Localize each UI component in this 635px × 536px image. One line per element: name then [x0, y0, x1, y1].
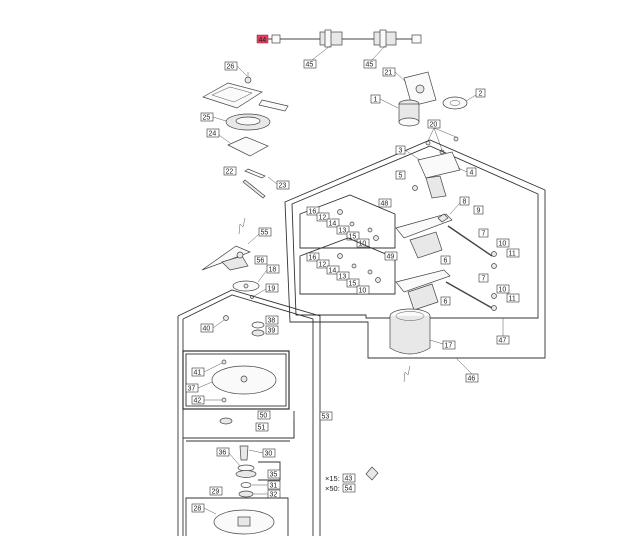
callout-53: 53 — [322, 414, 330, 421]
callout-22: 22 — [226, 169, 234, 176]
callout-13a: 13 — [339, 228, 347, 235]
callout-50: 50 — [260, 413, 268, 420]
multiplier-50: ×50: — [325, 484, 340, 493]
callout-16a: 16 — [309, 209, 317, 216]
shaft-seal-group — [235, 445, 257, 498]
callout-14a: 14 — [329, 221, 337, 228]
callout-11a: 11 — [509, 251, 516, 258]
callout-15a: 15 — [349, 234, 357, 241]
callout-51: 51 — [258, 425, 266, 432]
callout-16b: 16 — [309, 255, 317, 262]
box-51-outline — [183, 420, 295, 442]
callout-32: 32 — [270, 492, 278, 499]
subassembly-box-28 — [185, 497, 289, 536]
callout-45a: 45 — [306, 62, 314, 69]
bracket-group — [412, 151, 461, 199]
callout-5: 5 — [399, 173, 403, 180]
box-51-edge — [183, 411, 295, 439]
seal-group — [223, 315, 265, 337]
base-plate-hub — [237, 516, 251, 527]
screw-part — [365, 466, 379, 481]
callout-17: 17 — [445, 343, 453, 350]
subassembly-box-50-inner — [185, 353, 287, 407]
callout-26: 26 — [227, 64, 235, 71]
callout-21: 21 — [385, 70, 393, 77]
cover-plate-group — [202, 72, 289, 199]
lower-arm-group — [337, 253, 497, 311]
callout-11b: 11 — [509, 296, 516, 303]
assembly-frame-46 — [284, 139, 546, 359]
callout-15b: 15 — [349, 281, 357, 288]
callout-13b: 13 — [339, 274, 347, 281]
arrow-icon — [238, 217, 246, 235]
upper-arm-group — [337, 209, 497, 269]
callout-9: 9 — [477, 208, 481, 215]
callout-38: 38 — [268, 318, 276, 325]
subassembly-box-48 — [299, 194, 396, 249]
callout-10b: 10 — [499, 241, 507, 248]
subassembly-box-49 — [299, 237, 396, 295]
callout-12a: 12 — [319, 215, 327, 222]
callout-25: 25 — [203, 115, 211, 122]
callout-45b: 45 — [366, 62, 374, 69]
callout-1: 1 — [374, 97, 378, 104]
callout-29: 29 — [212, 489, 220, 496]
callout-6: 6 — [444, 258, 448, 265]
callout-44-highlight — [256, 34, 269, 44]
callout-28: 28 — [194, 506, 202, 513]
callout-10c: 10 — [359, 288, 367, 295]
callout-31: 31 — [270, 483, 278, 490]
motor-group — [398, 71, 468, 155]
callout-8: 8 — [463, 199, 467, 206]
callout-54: 54 — [345, 486, 353, 493]
bushing-part — [219, 417, 233, 425]
callout-14b: 14 — [329, 268, 337, 275]
callout-42: 42 — [194, 398, 202, 405]
plate-group — [211, 359, 277, 403]
callout-7: 7 — [482, 231, 486, 238]
arrow-icon — [403, 365, 411, 383]
mixer-head-group — [201, 245, 260, 299]
callout-20: 20 — [430, 122, 438, 129]
callout-23: 23 — [279, 183, 287, 190]
subassembly-box-50 — [182, 350, 290, 410]
callout-40: 40 — [203, 326, 211, 333]
callout-41: 41 — [194, 370, 202, 377]
housing-part — [389, 308, 431, 355]
callout-35: 35 — [270, 472, 278, 479]
callout-7b: 7 — [482, 276, 486, 283]
callout-44: 44 — [259, 37, 267, 44]
callout-12b: 12 — [319, 262, 327, 269]
callout-43: 43 — [345, 476, 353, 483]
callout-10d: 10 — [499, 287, 507, 294]
callout-46: 46 — [468, 376, 476, 383]
callout-56: 56 — [257, 258, 265, 265]
callout-2: 2 — [479, 91, 483, 98]
callout-6b: 6 — [444, 299, 448, 306]
callout-30: 30 — [265, 451, 273, 458]
callout-49: 49 — [387, 254, 395, 261]
callout-3: 3 — [399, 148, 403, 155]
callout-37: 37 — [188, 386, 196, 393]
callout-18: 18 — [269, 267, 277, 274]
callout-36: 36 — [219, 450, 227, 457]
lower-frame-53 — [177, 289, 321, 536]
callout-55: 55 — [261, 230, 269, 237]
callout-39: 39 — [268, 328, 276, 335]
callout-24: 24 — [209, 131, 217, 138]
multiplier-15: ×15: — [325, 474, 340, 483]
callout-4: 4 — [470, 170, 474, 177]
cable-assembly — [268, 29, 422, 61]
callout-47: 47 — [499, 338, 507, 345]
callout-48: 48 — [381, 201, 389, 208]
callout-19: 19 — [268, 286, 276, 293]
